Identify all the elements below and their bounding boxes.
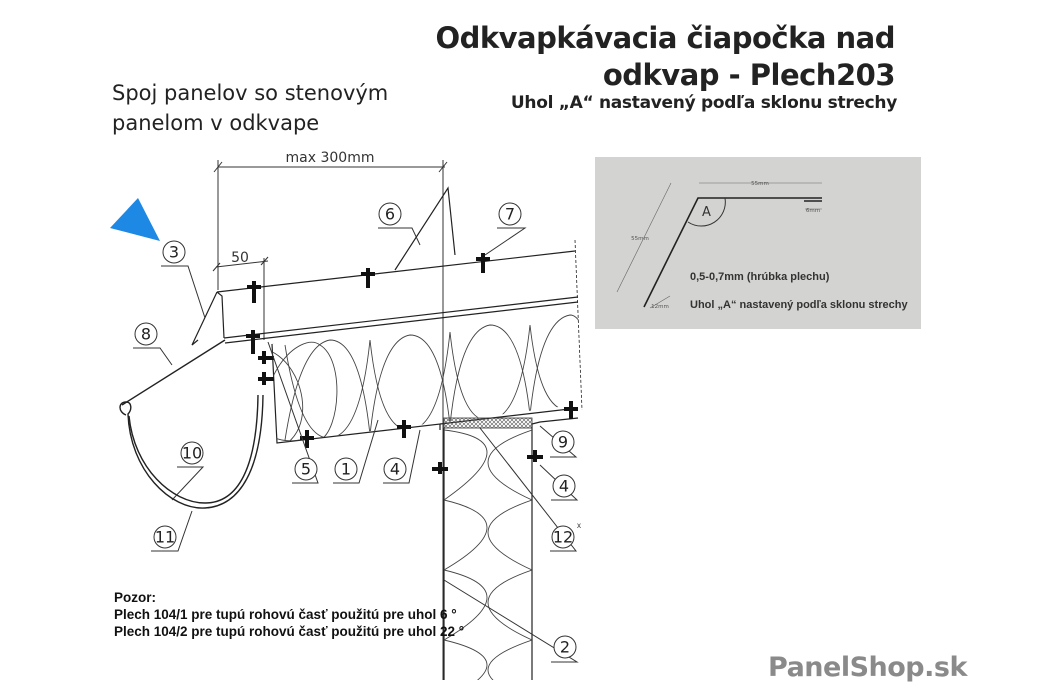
label-4: 4 [390,460,400,479]
label-12: 12 [553,528,573,547]
inset-fold-dim: 6mm [806,208,820,214]
roof-panel [216,239,583,444]
inset-angle-label: A [702,205,711,220]
label-9: 9 [558,433,568,452]
label-1: 1 [341,460,351,479]
note-line-1: Plech 104/1 pre tupú rohovú časť použitú… [114,607,457,622]
warning-note: Pozor: Plech 104/1 pre tupú rohovú časť … [114,589,464,640]
label-12-mark: x [577,521,581,530]
page-subtitle: Uhol „A“ nastavený podľa sklonu strechy [510,93,897,113]
label-8: 8 [141,325,151,344]
dimension-max-300 [213,160,448,680]
brand-logo: PanelShop.sk [768,652,967,683]
label-11: 11 [155,528,175,547]
inset-side-dim: 55mm [631,236,649,242]
title-line-1: Odkvapkávacia čiapočka nad [435,21,895,55]
inset-angle-text: Uhol „A“ nastavený podľa sklonu strechy [690,299,908,311]
label-6: 6 [385,205,395,224]
note-heading: Pozor: [114,590,156,605]
seal-strip [443,417,533,429]
inset-profile-detail: 55mm 55mm 6mm 12mm A 0,5-0,7mm (hrúbka p… [595,157,921,329]
part-labels [134,202,577,659]
wall-insulation [444,429,532,680]
title-line-2: odkvap - Plech203 [602,58,896,92]
label-7: 7 [505,205,515,224]
label-3: 3 [169,243,179,262]
label-10: 10 [182,444,202,463]
flashing-6 [394,186,456,271]
label-5: 5 [301,460,311,479]
section-title-line-1: Spoj panelov so stenovým [112,81,389,105]
dimension-50-label: 50 [231,250,249,266]
inset-bottom-dim: 12mm [651,304,669,310]
leader-lines [133,227,579,663]
label-2: 2 [560,638,570,657]
section-title-line-2: panelom v odkvape [112,111,320,135]
note-line-2: Plech 104/2 pre tupú rohovú časť použitú… [114,624,465,639]
pointer-arrow-icon [110,198,160,241]
dimension-max-label: max 300mm [286,150,375,166]
section-title: Spoj panelov so stenovým panelom v odkva… [112,78,388,138]
page-title: Odkvapkávacia čiapočka nad odkvap - Plec… [435,20,895,94]
inset-thickness-text: 0,5-0,7mm (hrúbka plechu) [690,271,830,283]
gutter [119,339,264,509]
fasteners [246,253,578,474]
drip-cap-flashing [191,291,218,346]
inset-top-dim: 55mm [751,181,769,187]
label-4b: 4 [559,477,569,496]
dimension-50 [212,256,269,340]
